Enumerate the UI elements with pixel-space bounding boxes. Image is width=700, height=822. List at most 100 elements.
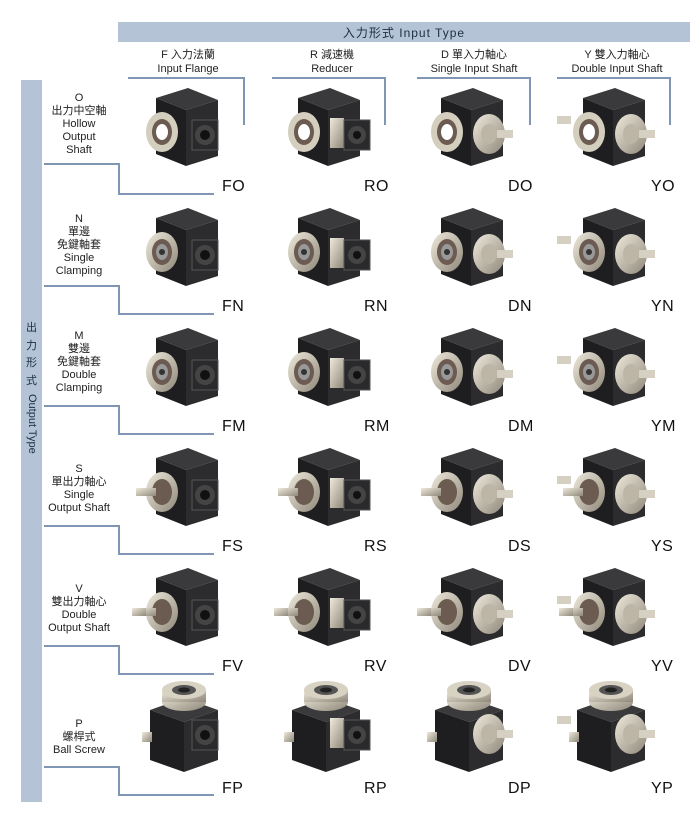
gearbox-image xyxy=(274,568,371,646)
product-rs xyxy=(272,440,380,540)
row-connector xyxy=(44,645,118,647)
gearbox-image xyxy=(146,208,219,286)
row-line: Single xyxy=(63,489,95,501)
row-connector xyxy=(118,525,214,555)
row-letter: M xyxy=(74,330,84,342)
model-code: FV xyxy=(222,658,244,675)
column-header-f: F 入力法蘭 Input Flange xyxy=(123,48,253,76)
gearbox-image xyxy=(417,568,513,646)
row-line: Double xyxy=(61,609,97,621)
column-header-cn: F 入力法蘭 xyxy=(161,49,215,61)
row-line: Clamping xyxy=(55,265,103,277)
product-yp xyxy=(557,680,665,780)
row-letter: O xyxy=(74,92,84,104)
gearbox-image xyxy=(431,88,513,166)
product-ys xyxy=(557,440,665,540)
model-code: YO xyxy=(651,178,676,195)
gearbox-image xyxy=(557,681,655,772)
product-fs xyxy=(130,440,238,540)
gearbox-image xyxy=(132,568,219,646)
product-dn xyxy=(415,200,523,300)
row-connector xyxy=(118,163,214,195)
row-line: 免鍵軸套 xyxy=(57,356,101,368)
row-line: 免鍵軸套 xyxy=(57,239,101,251)
gearbox-image xyxy=(557,208,655,286)
model-code: FN xyxy=(222,298,245,315)
row-line: Hollow xyxy=(62,118,96,130)
column-header-cn: D 單入力軸心 xyxy=(441,49,507,61)
row-connector xyxy=(44,525,118,527)
column-header-en: Double Input Shaft xyxy=(571,63,663,75)
row-line: Shaft xyxy=(66,144,92,156)
product-dm xyxy=(415,320,523,420)
product-rm xyxy=(272,320,380,420)
sidebar-char: 形 xyxy=(26,357,37,370)
row-connector xyxy=(118,405,214,435)
column-header-en: Single Input Shaft xyxy=(430,63,518,75)
gearbox-image xyxy=(288,208,371,286)
product-rp xyxy=(272,680,380,780)
row-line: Output Shaft xyxy=(48,622,110,634)
row-letter: S xyxy=(75,463,83,475)
gearbox-image xyxy=(557,568,655,646)
column-header-cn: Y 雙入力軸心 xyxy=(584,49,650,61)
row-letter: P xyxy=(75,718,83,730)
gearbox-image xyxy=(431,328,513,406)
sidebar-char: 出 xyxy=(26,322,37,334)
gearbox-image xyxy=(278,448,371,526)
column-header-r: R 減速機 Reducer xyxy=(267,48,397,76)
row-line: Single xyxy=(63,252,95,264)
model-code: YN xyxy=(651,298,675,315)
product-fo xyxy=(130,80,238,180)
row-connector xyxy=(44,163,120,193)
model-code: FS xyxy=(222,538,244,555)
gearbox-image xyxy=(557,88,655,166)
gearbox-image xyxy=(557,448,655,526)
row-label-o: O 出力中空軸 Hollow Output Shaft xyxy=(44,92,114,157)
gearbox-image xyxy=(142,681,219,772)
row-letter: V xyxy=(75,583,83,595)
product-fn xyxy=(130,200,238,300)
product-ro xyxy=(272,80,380,180)
row-line: 單邊 xyxy=(68,226,90,238)
row-label-n: N 單邊 免鍵軸套 Single Clamping xyxy=(44,213,114,278)
column-header-d: D 單入力軸心 Single Input Shaft xyxy=(409,48,539,76)
product-dv xyxy=(415,560,523,660)
column-header-en: Reducer xyxy=(311,63,353,75)
model-code: FO xyxy=(222,178,246,195)
product-yo xyxy=(557,80,665,180)
model-code: DN xyxy=(508,298,533,315)
model-code: RV xyxy=(364,658,387,675)
product-fv xyxy=(130,560,238,660)
header-connector xyxy=(557,77,671,125)
row-line: Double xyxy=(61,369,97,381)
product-fp xyxy=(130,680,238,780)
model-code: DV xyxy=(508,658,532,675)
gearbox-image xyxy=(136,448,219,526)
column-header-cn: R 減速機 xyxy=(310,49,354,61)
row-line: 出力中空軸 xyxy=(51,105,107,117)
row-connector xyxy=(44,285,118,287)
model-code: FP xyxy=(222,780,244,797)
product-rn xyxy=(272,200,380,300)
model-code: DO xyxy=(508,178,533,195)
gearbox-image xyxy=(431,208,513,286)
output-type-label: 出 力 形 式 Output Type xyxy=(21,320,42,454)
model-code: RM xyxy=(364,418,390,435)
row-line: 雙邊 xyxy=(68,343,90,355)
row-connector xyxy=(118,766,214,796)
model-code: DP xyxy=(508,780,532,797)
row-line: 單出力軸心 xyxy=(51,476,107,488)
model-code: YS xyxy=(651,538,674,555)
header-connector xyxy=(272,77,386,125)
model-code: YM xyxy=(651,418,676,435)
gearbox-image xyxy=(288,88,371,166)
header-connector xyxy=(128,77,245,125)
header-connector xyxy=(417,77,531,125)
model-code: FM xyxy=(222,418,247,435)
model-code: DM xyxy=(508,418,534,435)
input-type-header: 入力形式 Input Type xyxy=(118,22,690,42)
row-connector xyxy=(44,405,118,407)
sidebar-char: 式 xyxy=(26,374,37,387)
row-connector xyxy=(44,766,118,768)
